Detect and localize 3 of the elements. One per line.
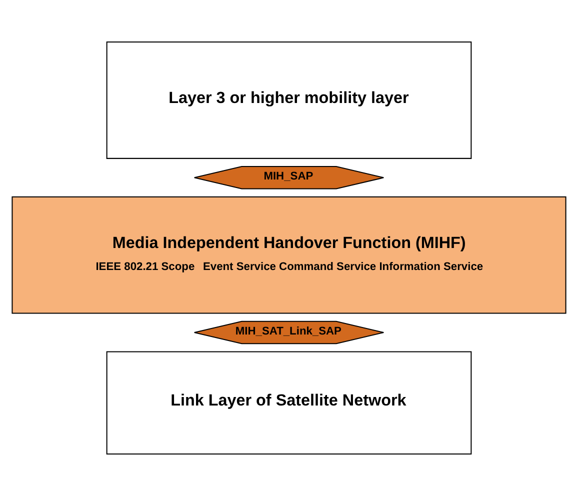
node-box: Media Independent Handover Function (MIHF) IEEE 802.21 Scope Event Service Command Service Information Service	[12, 196, 566, 314]
node-box: Link Layer of Satellite Network	[106, 350, 472, 454]
node-box: Layer 3 or higher mobility layer	[106, 41, 472, 158]
